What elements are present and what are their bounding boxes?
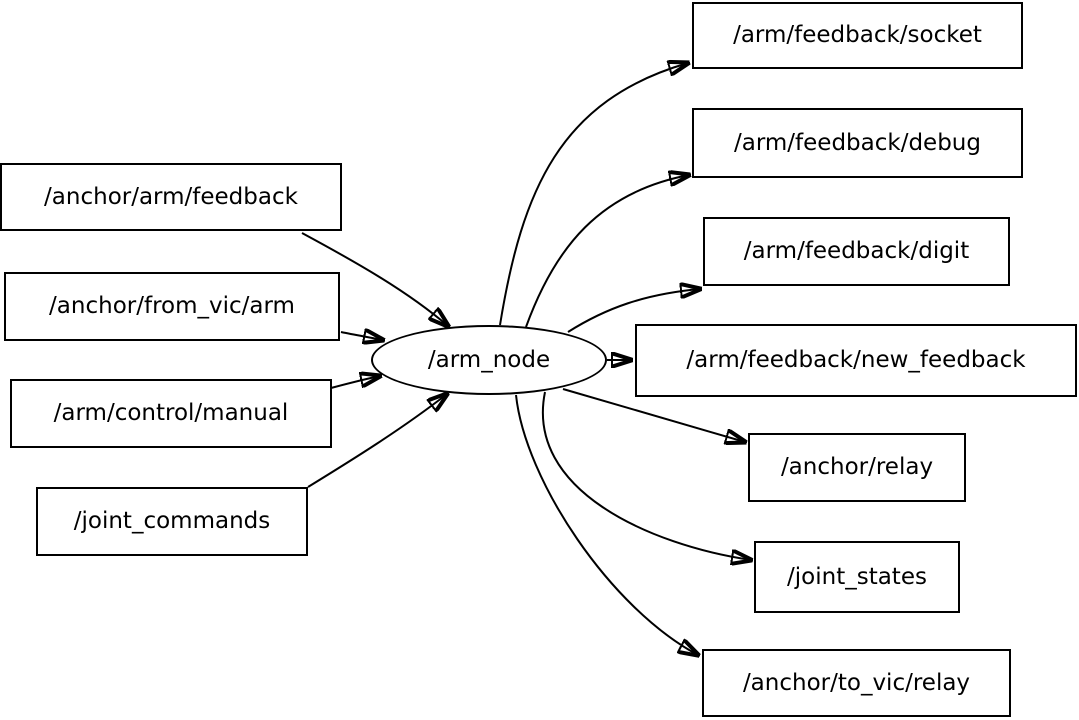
topic-label: /arm/feedback/digit (743, 238, 970, 264)
topic-box-anchor-relay: /anchor/relay (748, 433, 966, 502)
topic-box-anchor-from-vic-arm: /anchor/from_vic/arm (4, 272, 340, 341)
topic-label: /anchor/arm/feedback (44, 183, 298, 210)
edge-arm-node-to-joint-states (542, 391, 751, 560)
edge-arm-node-to-anchor-to-vic-relay (515, 394, 698, 655)
topic-label: /anchor/to_vic/relay (742, 669, 971, 696)
topic-box-arm-feedback-socket: /arm/feedback/socket (692, 2, 1023, 69)
topic-box-joint-states: /joint_states (754, 541, 960, 613)
edge-anchor-arm-feedback-to-arm-node (301, 232, 448, 326)
edge-arm-node-to-anchor-relay (562, 388, 745, 442)
topic-label: /arm/feedback/new_feedback (686, 347, 1026, 373)
edge-anchor-from-vic-arm-to-arm-node (340, 332, 383, 340)
edge-joint-commands-to-arm-node (307, 394, 447, 488)
topic-box-arm-feedback-new-feedback: /arm/feedback/new_feedback (635, 324, 1077, 397)
topic-label: /arm/control/manual (53, 400, 289, 426)
edge-arm-node-to-arm-feedback-digit (567, 289, 700, 333)
topic-label: /joint_states (787, 563, 927, 590)
topic-label: /anchor/from_vic/arm (49, 293, 295, 319)
edge-arm-control-manual-to-arm-node (330, 376, 380, 389)
topic-box-anchor-to-vic-relay: /anchor/to_vic/relay (702, 649, 1011, 717)
node-label: /arm_node (427, 346, 551, 373)
topic-box-anchor-arm-feedback: /anchor/arm/feedback (0, 163, 342, 231)
topic-label: /arm/feedback/socket (733, 22, 982, 48)
topic-box-arm-feedback-digit: /arm/feedback/digit (703, 217, 1010, 286)
edge-arm-node-to-arm-feedback-socket (499, 63, 688, 326)
edge-arm-node-to-arm-feedback-debug (525, 175, 689, 328)
topic-label: /joint_commands (73, 508, 271, 534)
topic-box-arm-control-manual: /arm/control/manual (10, 379, 332, 448)
node-ellipse-arm-node: /arm_node (371, 325, 607, 395)
topic-label: /anchor/relay (780, 454, 934, 480)
topic-box-arm-feedback-debug: /arm/feedback/debug (692, 108, 1023, 178)
topic-label: /arm/feedback/debug (734, 129, 981, 156)
topic-box-joint-commands: /joint_commands (36, 487, 308, 556)
